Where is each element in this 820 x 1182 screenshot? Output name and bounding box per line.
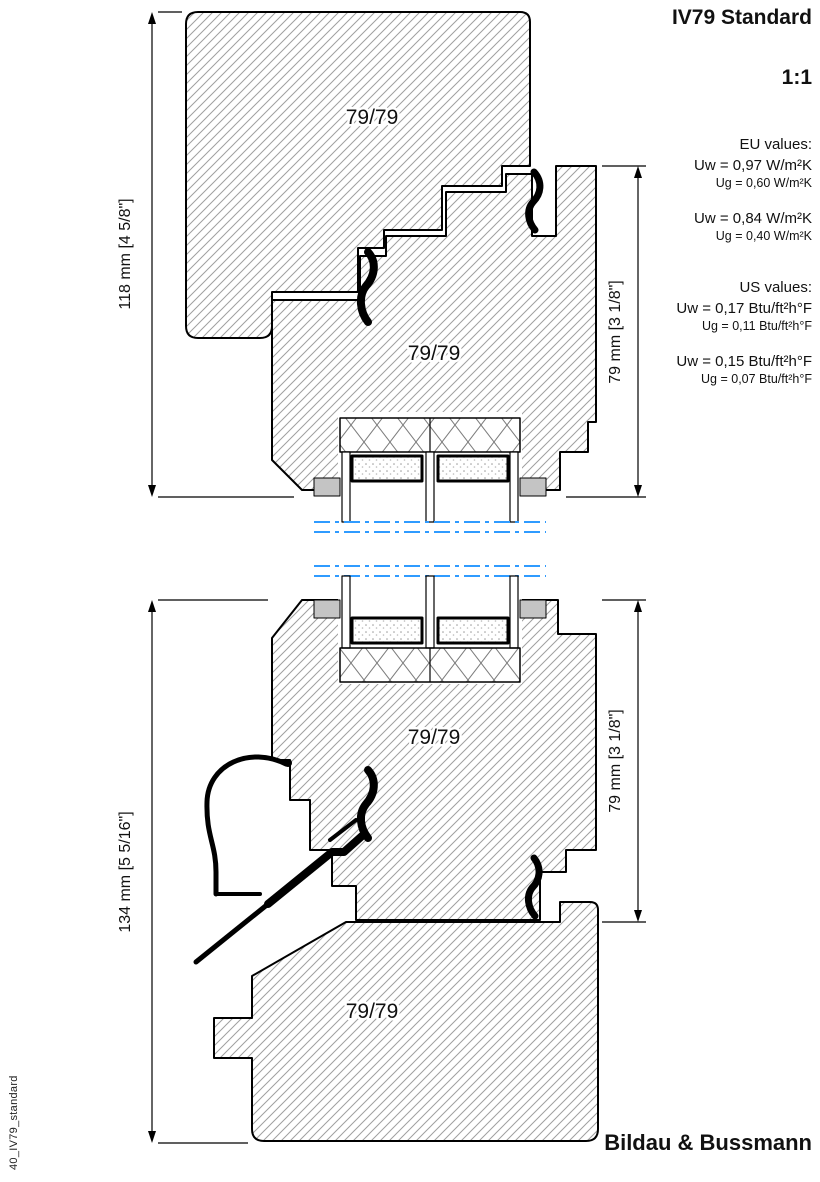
top-section: 79/79 79/79 118 mm [4 5/8"] 79 mm [3 1/8… bbox=[115, 11, 646, 533]
dim-arrow bbox=[634, 485, 642, 497]
top-setting-blocks bbox=[313, 477, 547, 497]
dim-top-right-label: 79 mm [3 1/8"] bbox=[607, 280, 624, 384]
bottom-gaskets bbox=[357, 766, 543, 920]
dim-arrow bbox=[634, 600, 642, 612]
bottom-setting-blocks bbox=[313, 599, 547, 619]
top-gaskets bbox=[357, 168, 544, 326]
dim-arrow bbox=[634, 910, 642, 922]
top-centerline bbox=[314, 521, 546, 533]
dim-bottom-left-label: 134 mm [5 5/16"] bbox=[117, 811, 134, 932]
us-ug-value-1: Ug = 0,11 Btu/ft²h°F bbox=[701, 319, 812, 333]
dim-bottom-right bbox=[602, 599, 646, 923]
bottom-section: 79/79 79/79 134 mm [5 5/16"] 79 mm [3 1/… bbox=[115, 565, 646, 1144]
dim-arrow bbox=[634, 166, 642, 178]
eu-ug-value-2: Ug = 0,40 W/m²K bbox=[715, 229, 812, 243]
dim-arrow bbox=[148, 600, 156, 612]
bottom-centerline bbox=[314, 565, 546, 577]
us-values-heading: US values: bbox=[739, 279, 812, 296]
us-uw-value-2: Uw = 0,15 Btu/ft²h°F bbox=[676, 353, 812, 370]
top-frame-profile bbox=[185, 11, 531, 339]
us-ug-value-2: Ug = 0,07 Btu/ft²h°F bbox=[701, 372, 812, 386]
dim-top-left bbox=[151, 11, 294, 498]
eu-uw-value-1: Uw = 0,97 W/m²K bbox=[694, 157, 812, 174]
dim-top-right bbox=[566, 165, 646, 498]
info-panel: IV79 Standard 1:1 EU values: Uw = 0,97 W… bbox=[542, 0, 812, 386]
company-name: Bildau & Bussmann bbox=[604, 1130, 812, 1155]
dim-arrow bbox=[148, 1131, 156, 1143]
drip-profile-end bbox=[284, 759, 292, 767]
top-spacer-bars bbox=[350, 454, 510, 483]
dim-bottom-left bbox=[151, 599, 268, 1144]
eu-uw-value-2: Uw = 0,84 W/m²K bbox=[694, 210, 812, 227]
sheet-title: IV79 Standard bbox=[671, 6, 812, 29]
file-reference-label: 40_IV79_standard bbox=[8, 1075, 20, 1170]
eu-ug-value-1: Ug = 0,60 W/m²K bbox=[715, 176, 812, 190]
top-sash-profile bbox=[271, 165, 597, 491]
drawing-scale: 1:1 bbox=[781, 66, 812, 89]
bottom-spacer-bars bbox=[350, 616, 510, 645]
bottom-sash-label: 79/79 bbox=[408, 726, 461, 749]
aluminium-drip-profile bbox=[193, 754, 366, 965]
bottom-frame-profile bbox=[213, 901, 599, 1142]
dim-arrow bbox=[148, 485, 156, 497]
eu-values-heading: EU values: bbox=[739, 136, 812, 153]
dim-arrow bbox=[148, 12, 156, 24]
us-uw-value-1: Uw = 0,17 Btu/ft²h°F bbox=[676, 300, 812, 317]
dim-bottom-right-label: 79 mm [3 1/8"] bbox=[607, 709, 624, 813]
bottom-frame-label: 79/79 bbox=[346, 1000, 399, 1023]
dim-top-left-label: 118 mm [4 5/8"] bbox=[117, 198, 134, 309]
top-sash-label: 79/79 bbox=[408, 342, 461, 365]
top-frame-label: 79/79 bbox=[346, 106, 399, 129]
